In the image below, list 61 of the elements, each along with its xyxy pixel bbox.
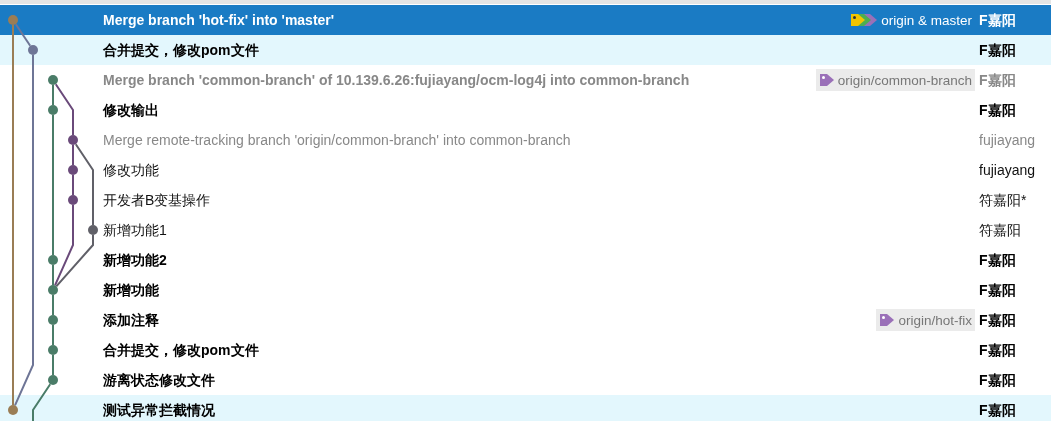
author-name: F嘉阳 xyxy=(979,371,1016,389)
commit-dot xyxy=(8,405,18,415)
commit-dot xyxy=(48,285,58,295)
author-name: F嘉阳 xyxy=(979,11,1016,29)
commit-dot xyxy=(48,345,58,355)
branch-line xyxy=(32,383,52,421)
branch-line xyxy=(12,24,14,406)
author-name: F嘉阳 xyxy=(979,401,1016,419)
commit-message: Merge remote-tracking branch 'origin/common-branch' into common-branch xyxy=(103,131,571,149)
commit-dot xyxy=(48,75,58,85)
author-name: F嘉阳 xyxy=(979,41,1016,59)
branch-line xyxy=(55,234,94,288)
author-name: fujiayang xyxy=(979,131,1036,149)
author-name: F嘉阳 xyxy=(979,281,1016,299)
commit-message: 新增功能1 xyxy=(103,221,167,239)
commit-message: 合并提交，修改pom文件 xyxy=(103,41,259,59)
commit-message: Merge branch 'hot-fix' into 'master' xyxy=(103,11,335,29)
author-name: 符嘉阳* xyxy=(979,191,1027,209)
commit-message: 新增功能 xyxy=(103,281,159,299)
commit-dot xyxy=(48,255,58,265)
branch-line xyxy=(14,23,32,47)
commit-message: 开发者B变基操作 xyxy=(103,191,211,209)
branch-line xyxy=(54,83,74,136)
commit-message: 新增功能2 xyxy=(103,251,167,269)
branch-line xyxy=(52,354,54,376)
author-name: F嘉阳 xyxy=(979,341,1016,359)
branch-line xyxy=(52,294,54,316)
commit-dot xyxy=(48,315,58,325)
author-name: F嘉阳 xyxy=(979,311,1016,329)
author-name: F嘉阳 xyxy=(979,101,1016,119)
commit-dot xyxy=(48,375,58,385)
branch-line xyxy=(52,84,54,106)
branch-line xyxy=(14,54,34,407)
tag-label: origin & master xyxy=(881,12,972,28)
commit-dot xyxy=(68,135,78,145)
commit-dot xyxy=(88,225,98,235)
commit-message: 添加注释 xyxy=(103,311,159,329)
tag-label: origin/hot-fix xyxy=(898,312,972,328)
branch-line xyxy=(74,143,94,226)
commit-message: 合并提交，修改pom文件 xyxy=(103,341,259,359)
author-name: 符嘉阳 xyxy=(979,221,1021,239)
branch-line xyxy=(54,204,74,287)
author-name: F嘉阳 xyxy=(979,71,1016,89)
commit-dot xyxy=(68,195,78,205)
commit-message: 修改功能 xyxy=(103,161,159,179)
branch-line xyxy=(72,144,74,166)
commit-message: 游离状态修改文件 xyxy=(103,371,215,389)
branch-line xyxy=(52,264,54,286)
branch-line xyxy=(72,174,74,196)
branch-line xyxy=(52,324,54,346)
branch-line xyxy=(52,114,54,256)
commit-message: Merge branch 'common-branch' of 10.139.6.26:fujiayang/ocm-log4j into common-branch xyxy=(103,71,690,89)
commit-message: 修改输出 xyxy=(103,101,159,119)
commit-message: 测试异常拦截情况 xyxy=(103,401,215,419)
commit-dot xyxy=(48,105,58,115)
author-name: fujiayang xyxy=(979,161,1036,179)
tag-label: origin/common-branch xyxy=(837,72,972,88)
author-name: F嘉阳 xyxy=(979,251,1016,269)
commit-dot xyxy=(8,15,18,25)
commit-dot xyxy=(68,165,78,175)
commit-dot xyxy=(28,45,38,55)
